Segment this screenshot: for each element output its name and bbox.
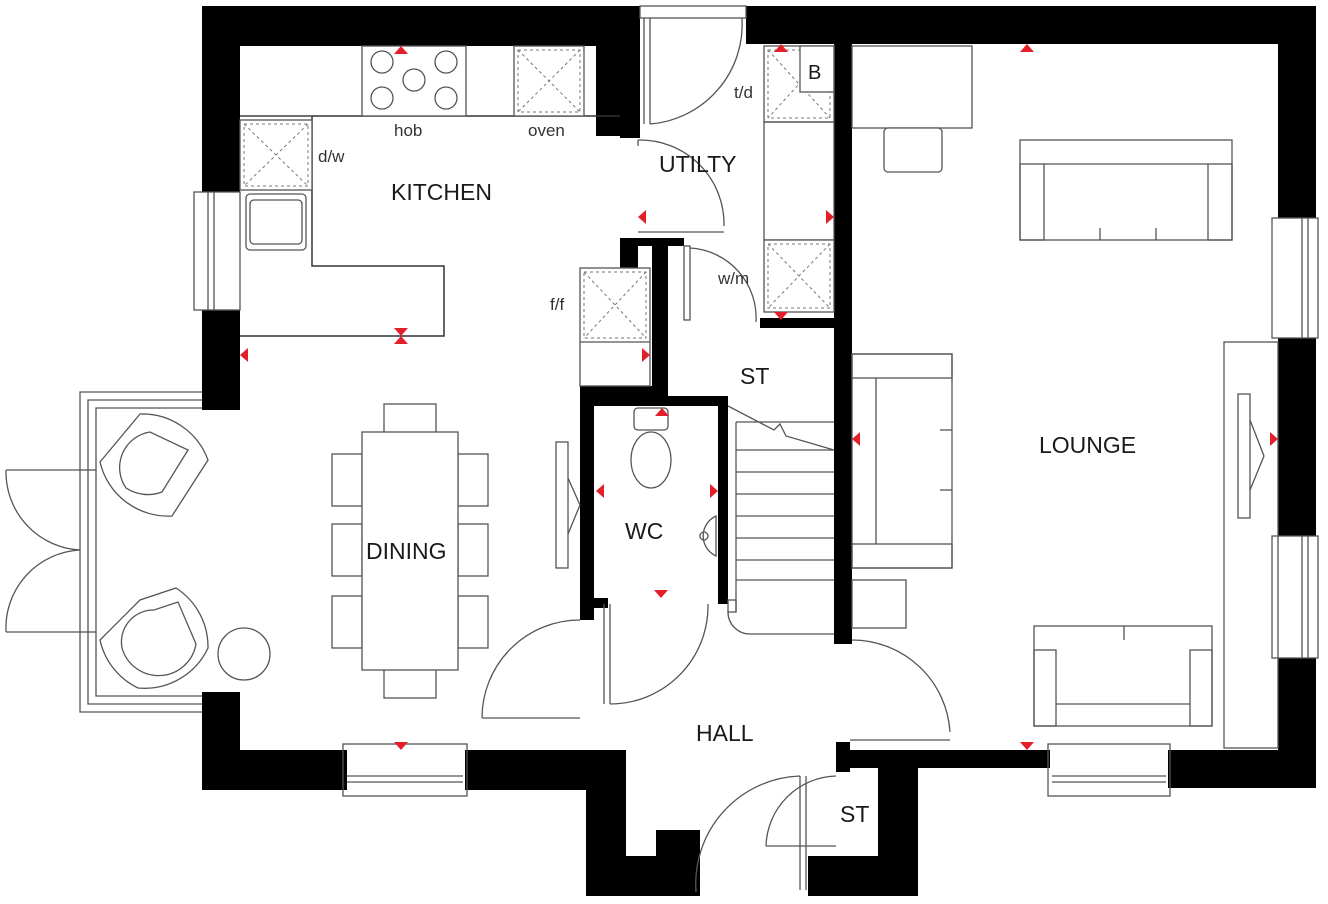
label-tumble-dryer: t/d xyxy=(734,83,753,102)
marker-icon xyxy=(394,46,408,54)
doors xyxy=(5,5,951,893)
marker-icon xyxy=(655,408,669,416)
marker-icon xyxy=(1020,742,1034,750)
label-boiler: B xyxy=(808,62,821,84)
label-fridge-freezer: f/f xyxy=(550,295,564,314)
marker-icon xyxy=(826,210,834,224)
room-label-kitchen: KITCHEN xyxy=(391,179,492,205)
washing-machine-icon xyxy=(763,239,835,313)
marker-icon xyxy=(240,348,248,362)
room-label-store-lower: ST xyxy=(840,801,869,827)
sofa-icon xyxy=(1033,625,1213,727)
room-label-hall: HALL xyxy=(696,720,754,746)
basin-icon xyxy=(699,514,717,558)
marker-icon xyxy=(394,328,408,336)
label-hob: hob xyxy=(394,121,422,140)
staircase xyxy=(727,405,835,635)
room-label-wc: WC xyxy=(625,518,663,544)
armchair-icon xyxy=(99,587,209,689)
marker-icon xyxy=(654,590,668,598)
marker-icon xyxy=(1270,432,1278,446)
toilet-icon xyxy=(630,407,672,489)
dining-table xyxy=(331,403,489,699)
utility-worktop xyxy=(763,121,835,241)
label-dishwasher: d/w xyxy=(318,147,345,166)
radiator-icon xyxy=(555,441,581,569)
sink-icon xyxy=(245,193,307,251)
room-label-store-upper: ST xyxy=(740,363,769,389)
marker-icon xyxy=(852,432,860,446)
marker-icon xyxy=(642,348,650,362)
label-washing-machine: w/m xyxy=(717,269,749,288)
exterior-walls xyxy=(202,6,1316,896)
marker-icon xyxy=(774,312,788,320)
media-unit-icon xyxy=(1223,341,1279,749)
bay-window xyxy=(79,391,202,713)
marker-icon xyxy=(394,336,408,344)
socket-markers xyxy=(240,44,1278,750)
marker-icon xyxy=(596,484,604,498)
boiler-icon xyxy=(799,45,835,93)
label-oven: oven xyxy=(528,121,565,140)
marker-icon xyxy=(638,210,646,224)
dishwasher-icon xyxy=(239,119,313,191)
fridge-freezer-icon xyxy=(579,267,651,387)
hob-icon xyxy=(361,45,467,117)
side-table-icon xyxy=(217,627,271,681)
room-label-lounge: LOUNGE xyxy=(1039,432,1136,458)
armchair-icon xyxy=(99,413,209,517)
marker-icon xyxy=(1020,44,1034,52)
windows xyxy=(193,191,1319,797)
desk-icon xyxy=(851,45,973,173)
room-label-dining: DINING xyxy=(366,538,447,564)
side-unit-icon xyxy=(851,579,907,629)
sofa-icon xyxy=(851,353,953,569)
sofa-icon xyxy=(1019,139,1233,241)
oven-icon xyxy=(513,45,585,117)
marker-icon xyxy=(710,484,718,498)
marker-icon xyxy=(774,44,788,52)
room-label-utility: UTILTY xyxy=(659,151,737,177)
marker-icon xyxy=(394,742,408,750)
interior-walls xyxy=(580,44,852,644)
